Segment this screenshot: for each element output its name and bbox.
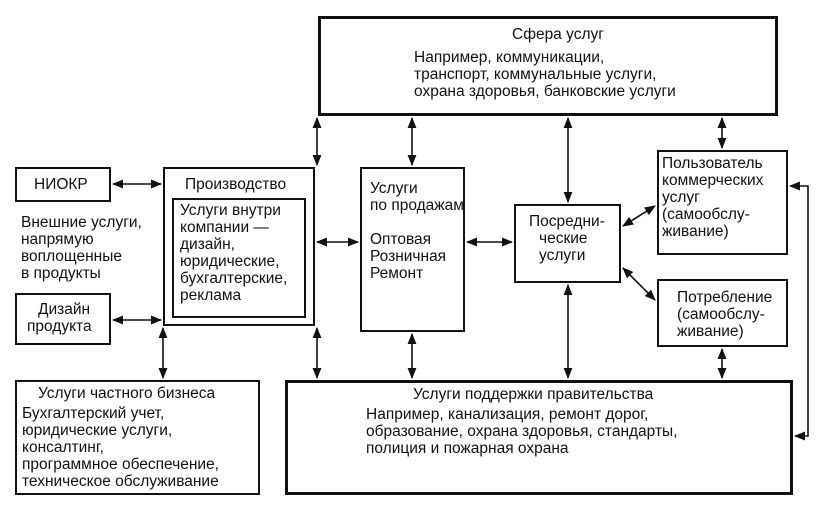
sales-services-line: Услуги xyxy=(370,180,418,197)
private-business-line: консалтинг, xyxy=(22,439,104,456)
commercial-user-line: коммерческих xyxy=(662,172,764,189)
consumption-box xyxy=(657,279,788,347)
commercial-user-line: Пользователь xyxy=(662,155,763,172)
sales-services-subline: Ремонт xyxy=(370,265,424,282)
services-sphere-line: транспорт, коммунальные услуги, xyxy=(414,66,657,83)
intermediary-box xyxy=(514,204,621,283)
government-line: Например, канализация, ремонт дорог, xyxy=(366,406,649,423)
internal-services-line: бухгалтерские, xyxy=(180,270,288,287)
government-line: образование, охрана здоровья, стандарты, xyxy=(366,423,678,440)
product-design-line: Дизайн xyxy=(38,301,91,318)
niokr-box xyxy=(15,167,111,202)
consumption-line: (самообслу- xyxy=(677,306,765,323)
intermediary-line: Посредни- xyxy=(529,213,605,230)
government-title: Услуги поддержки правительства xyxy=(413,386,654,403)
internal-services-line: реклама xyxy=(180,287,242,304)
internal-services-line: юридические, xyxy=(180,253,280,270)
government-line: полиция и пожарная охрана xyxy=(366,440,569,457)
consumption-line: живание) xyxy=(677,323,744,340)
product-design-line: продукта xyxy=(27,318,92,335)
sales-services-line: по продажам xyxy=(370,197,464,214)
private-business-line: программное обеспечение, xyxy=(22,456,219,473)
private-business-title: Услуги частного бизнеса xyxy=(38,385,216,402)
arrow-intermediary-consumption xyxy=(622,267,656,301)
services-sphere-line: охрана здоровья, банковские услуги xyxy=(414,83,676,100)
product-design-box xyxy=(15,293,111,345)
external-services-line: в продукты xyxy=(21,265,101,282)
sales-services-subline: Розничная xyxy=(370,248,447,265)
commercial-user-line: (самообслу- xyxy=(662,206,750,223)
commercial-user-line: услуг xyxy=(662,189,700,206)
internal-services-line: Услуги внутри xyxy=(180,202,281,219)
internal-services-line: компании — xyxy=(180,219,269,236)
internal-services-line: дизайн, xyxy=(180,236,235,253)
private-business-line: техническое обслуживание xyxy=(22,473,219,490)
private-business-line: юридические услуги, xyxy=(22,422,173,439)
external-services-line: напрямую xyxy=(21,231,94,248)
private-business-line: Бухгалтерский учет, xyxy=(22,405,165,422)
consumption-line: Потребление xyxy=(677,289,773,306)
production-title: Производство xyxy=(185,176,287,193)
services-sphere-title: Сфера услуг xyxy=(512,26,604,43)
external-services-line: воплощенные xyxy=(21,248,122,265)
niokr-label: НИОКР xyxy=(34,176,88,193)
sales-services-subline: Оптовая xyxy=(370,231,432,248)
arrow-intermediary-user xyxy=(622,205,656,227)
commercial-user-box xyxy=(657,150,788,255)
intermediary-line: услуги xyxy=(539,247,586,264)
external-services-line: Внешние услуги, xyxy=(21,214,142,231)
private-business-box xyxy=(15,380,260,495)
intermediary-line: ческие xyxy=(539,230,588,247)
commercial-user-line: живание) xyxy=(662,223,729,240)
services-sphere-line: Например, коммуникации, xyxy=(414,49,605,66)
internal-services-box xyxy=(172,198,306,318)
sales-services-box xyxy=(360,167,465,332)
services-sphere-box xyxy=(318,16,778,116)
